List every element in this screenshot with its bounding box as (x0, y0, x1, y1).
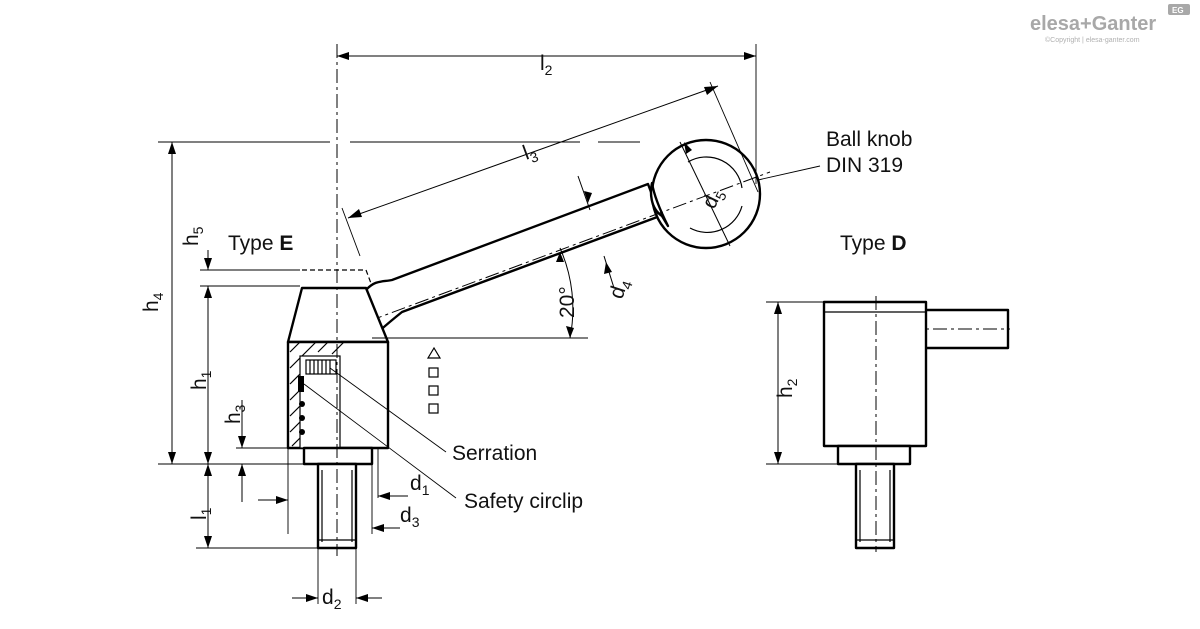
label-d1: d1 (410, 472, 430, 498)
elesa-ganter-logo: elesa+Ganter EG ©Copyright | elesa-gante… (1030, 4, 1190, 44)
triangle-symbol (426, 346, 442, 359)
leader-ball-knob (757, 165, 821, 181)
logo-copyright: ©Copyright | elesa-ganter.com (1045, 36, 1140, 44)
hub-bottom-ring (302, 446, 374, 466)
safety-circlip-detail (298, 376, 305, 435)
lever-arm (364, 182, 662, 340)
logo-badge (1168, 4, 1190, 15)
label-h5: h5 (180, 226, 206, 246)
label-h1: h1 (188, 370, 214, 390)
hub-ghost-outline (302, 269, 373, 287)
label-type-d: Type D (840, 232, 907, 255)
label-h3: h3 (222, 404, 248, 424)
label-h2: h2 (774, 378, 800, 398)
type-d-ring (836, 444, 912, 466)
label-ball-knob: Ball knob (826, 128, 912, 151)
label-l3: l3 (520, 139, 541, 168)
knob-neck (649, 181, 670, 228)
label-l1: l1 (188, 507, 214, 520)
type-e-labels: l2 l3 h4 h5 h1 h3 l1 d1 d3 d2 d4 d5 20° … (140, 52, 912, 612)
lever-centerline (344, 171, 771, 331)
label-serration: Serration (452, 442, 537, 465)
logo-brand-text: elesa+Ganter (1030, 13, 1156, 35)
leader-serration (329, 367, 447, 453)
knob-arc-top (687, 156, 743, 189)
type-d-stud (854, 462, 896, 550)
serration-teeth (305, 359, 337, 375)
leader-safety-circlip (303, 383, 457, 499)
type-d-body (822, 300, 928, 448)
knob-arc-bottom (689, 205, 743, 233)
label-safety-circlip: Safety circlip (464, 490, 583, 513)
square-symbol-3 (428, 403, 439, 414)
label-d4: d4 (605, 276, 636, 303)
label-angle: 20° (556, 286, 579, 318)
dim-d4-line-top (577, 175, 591, 211)
label-h4: h4 (140, 292, 166, 312)
label-d2: d2 (322, 586, 342, 612)
label-type-e: Type E (228, 232, 293, 255)
type-d-view: h2 Type D (766, 232, 1010, 552)
label-din-319: DIN 319 (826, 154, 903, 177)
square-symbol-2 (428, 385, 439, 396)
label-l2: l2 (540, 52, 553, 78)
type-e-hub (286, 44, 390, 556)
square-symbol-1 (428, 367, 439, 378)
dim-d5-line (679, 141, 731, 247)
dim-l3-line (347, 85, 719, 219)
type-e-lever (344, 138, 771, 340)
logo-badge-text: EG (1172, 6, 1184, 15)
type-e-dimensions (158, 44, 821, 604)
symbol-glyphs (426, 346, 442, 414)
label-d3: d3 (400, 504, 420, 530)
